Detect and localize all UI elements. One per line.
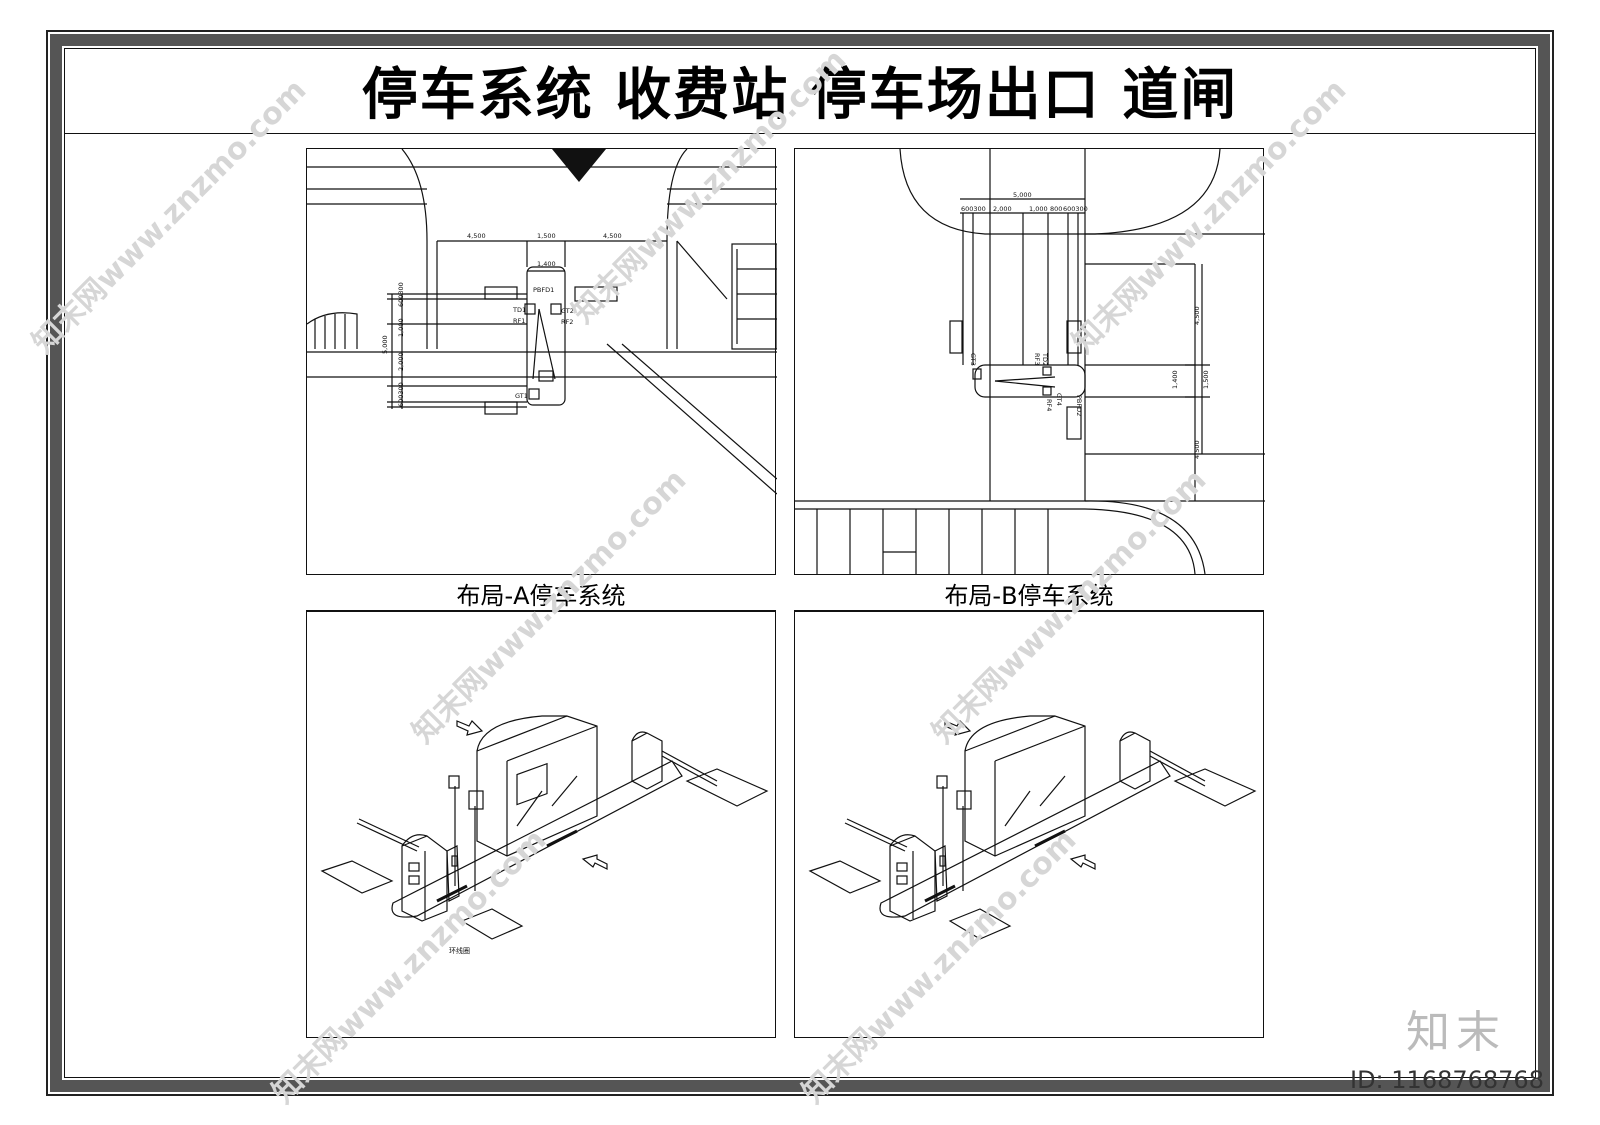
label-gt3: GT3 (969, 353, 977, 366)
dim-a-top-2: 1,500 (537, 232, 556, 240)
layout-a-isometric-drawing: 环线圈 (320, 715, 769, 955)
label-td1: TD1 (512, 306, 526, 314)
label-gt1: GT1 (515, 392, 528, 400)
label-gt4: GT4 (1055, 393, 1063, 406)
dim-a-left-total: 5,000 (381, 335, 389, 354)
dim-b-part-5: 600300 (1063, 205, 1088, 213)
drawing-title: 停车系统 收费站 停车场出口 道闸 (64, 48, 1536, 134)
dim-b-inner: 1,400 (1171, 370, 1179, 389)
dim-b-top: 5,000 (1013, 191, 1032, 199)
dim-b-right-1: 4,500 (1193, 306, 1201, 325)
dim-a-top-3: 4,500 (603, 232, 622, 240)
frame-band (50, 34, 1550, 1092)
dim-b-right-3: 4,500 (1193, 440, 1201, 459)
layout-b-plan-drawing: 5,000 600300 2,000 1,000 800 600300 4,50… (795, 148, 1265, 575)
layout-b-caption: 布局-B停车系统 (794, 574, 1264, 612)
dim-b-part-1: 600300 (961, 205, 986, 213)
inner-frame (64, 48, 1536, 1078)
dim-a-left-3: 2,000 (397, 352, 405, 371)
layout-a-plan: 4,500 1,500 4,500 1,400 5,000 600300 1,0… (306, 148, 778, 612)
dim-a-left-1: 600300 (397, 282, 405, 307)
layout-b-plan: 5,000 600300 2,000 1,000 800 600300 4,50… (794, 148, 1265, 612)
outer-frame (46, 30, 1554, 1096)
dim-b-right-2: 1,500 (1202, 370, 1210, 389)
brand-logo: 知末 (1406, 1007, 1506, 1058)
label-gt2: GT2 (561, 307, 574, 315)
layout-a-plan-drawing: 4,500 1,500 4,500 1,400 5,000 600300 1,0… (306, 148, 778, 495)
layout-b-isometric-drawing (808, 715, 1257, 940)
dim-a-top-1: 4,500 (467, 232, 486, 240)
label-pbfd1: PBFD1 (533, 286, 554, 294)
watermark-id: ID: 1168768768 (1350, 1066, 1544, 1094)
layout-a-isometric: 环线圈 (306, 610, 776, 1038)
label-rf2: RF2 (561, 318, 573, 326)
dim-a-left-4: 600300 (397, 382, 405, 407)
dim-a-inner: 1,400 (537, 260, 556, 268)
label-td2: TD2 (1041, 352, 1049, 366)
layout-b-isometric (794, 610, 1264, 1038)
label-pbfd2: PBFD2 (1075, 395, 1083, 416)
dim-b-part-3: 1,000 (1029, 205, 1048, 213)
dim-a-left-2: 1,000 (397, 318, 405, 337)
label-rf4: RF4 (1045, 399, 1053, 411)
label-rf1: RF1 (513, 317, 525, 325)
dim-b-part-2: 2,000 (993, 205, 1012, 213)
dim-b-part-4: 800 (1050, 205, 1062, 213)
layout-a-caption: 布局-A停车系统 (306, 574, 776, 612)
iso-a-loop-label: 环线圈 (449, 946, 470, 955)
label-rf3: RF3 (1033, 353, 1041, 365)
